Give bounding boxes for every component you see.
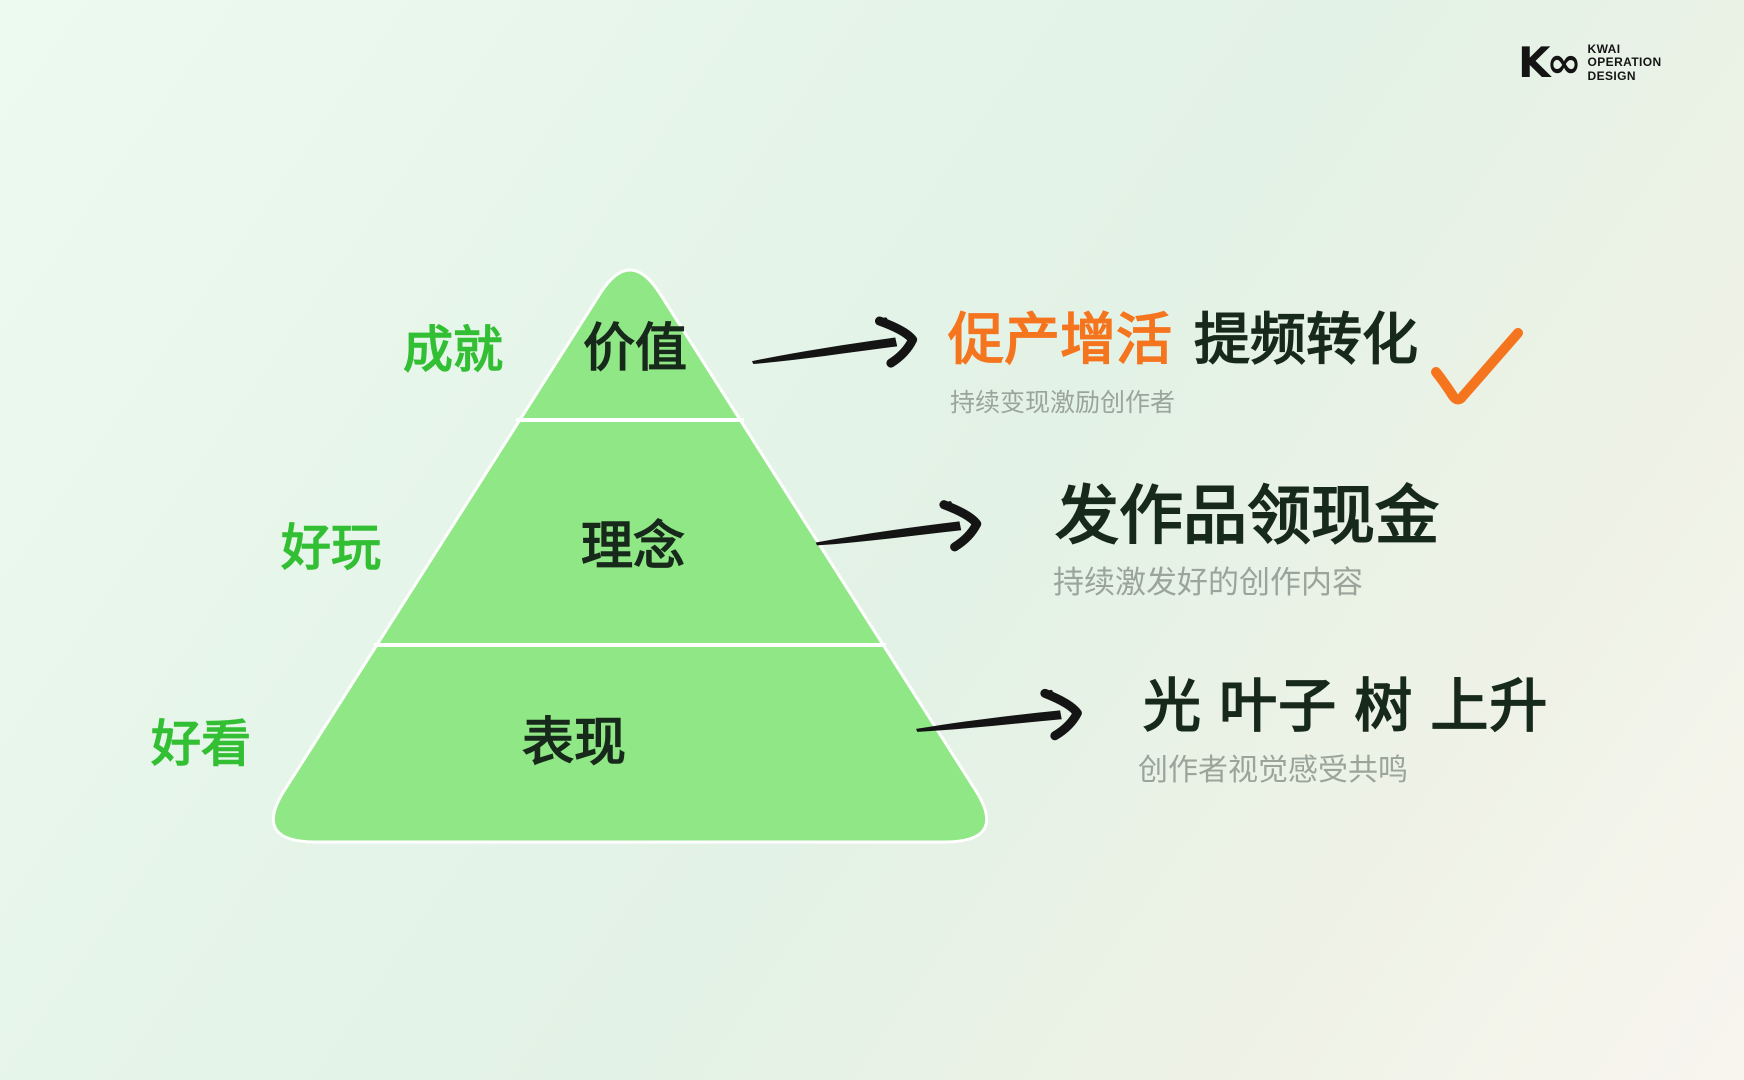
tier-label-expression: 表现 [521, 714, 627, 772]
pyramid-graphic [271, 268, 989, 844]
logo-wordmark-line: KWAI [1587, 41, 1621, 56]
arrow-icon [916, 688, 1082, 741]
check-icon [1431, 328, 1523, 405]
side-label-fun: 好玩 [281, 520, 381, 576]
logo-wordmark-line: OPERATION [1587, 55, 1662, 70]
koo-logo-icon: K∞ [1518, 38, 1582, 87]
side-label-achievement: 成就 [403, 322, 503, 378]
annotation-headline-monetize: 促产增活提频转化 [948, 308, 1418, 372]
annotation-headline-cash: 发作品领现金 [1055, 480, 1439, 552]
koo-logo: K∞ KWAI OPERATION DESIGN [1518, 42, 1662, 84]
logo-wordmark-line: DESIGN [1587, 68, 1636, 83]
annotation-subtitle-visual: 创作者视觉感受共鸣 [1138, 754, 1408, 787]
tier-label-concept: 理念 [580, 518, 686, 576]
annotation-subtitle-monetize: 持续变现激励创作者 [950, 389, 1176, 417]
headline-rest-text: 提频转化 [1194, 308, 1418, 371]
annotation-headline-visual: 光 叶子 树 上升 [1143, 674, 1549, 739]
tier-label-value: 价值 [582, 320, 688, 378]
headline-accent-text: 促产增活 [948, 308, 1172, 371]
side-label-goodlooking: 好看 [151, 716, 251, 772]
annotation-subtitle-cash: 持续激发好的创作内容 [1053, 565, 1363, 600]
arrow-icon [751, 316, 918, 368]
arrow-icon [815, 500, 982, 552]
pyramid-shape [271, 268, 989, 844]
logo-wordmark: KWAI OPERATION DESIGN [1587, 41, 1662, 84]
